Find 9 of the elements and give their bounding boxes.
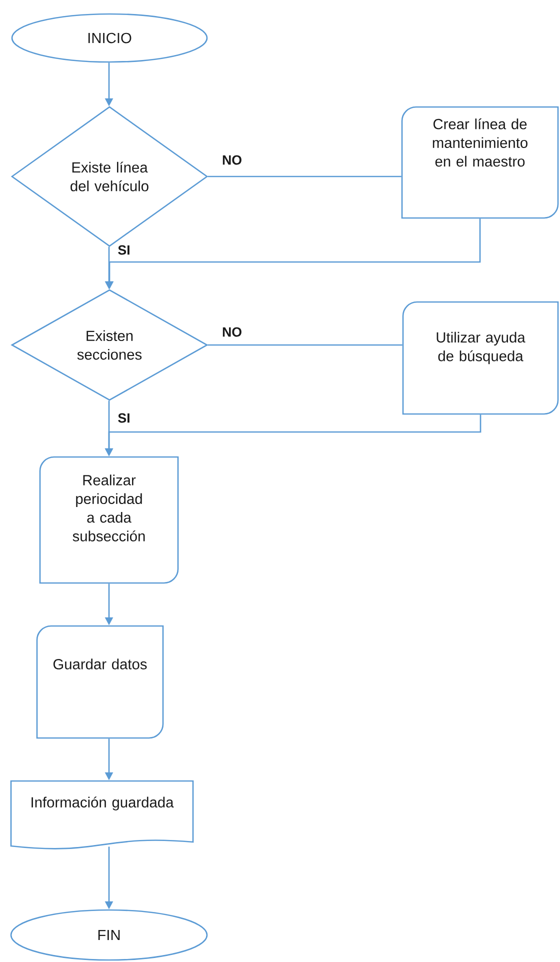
edge-label: NO — [220, 326, 244, 338]
terminal-oval: INICIO — [11, 13, 208, 63]
terminal-oval: FIN — [10, 909, 208, 961]
edge-label: SI — [116, 412, 132, 424]
process-box: Crear línea de mantenimiento en el maestro — [401, 106, 559, 219]
edge-label: NO — [220, 154, 244, 166]
process-box: Realizar periocidad a cada subsección — [39, 456, 179, 584]
process-box: Utilizar ayuda de búsqueda — [402, 301, 559, 415]
process-box: Guardar datos — [36, 625, 164, 739]
